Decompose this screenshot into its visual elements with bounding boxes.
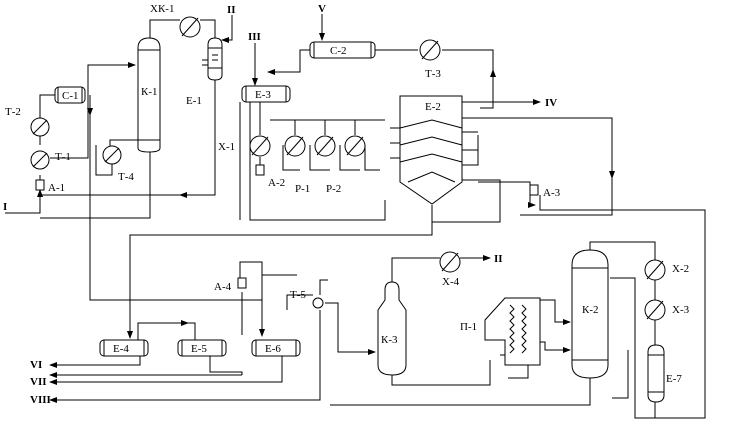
label-pi1: П-1 bbox=[460, 321, 477, 333]
stream-viii: VIII bbox=[30, 394, 51, 406]
label-a1: А-1 bbox=[48, 182, 65, 194]
cooler-p2a bbox=[314, 135, 336, 157]
label-k3: К-3 bbox=[381, 334, 398, 346]
label-x3: Х-3 bbox=[672, 304, 690, 316]
label-e5: Е-5 bbox=[191, 343, 207, 355]
cooler-p2b bbox=[344, 135, 366, 157]
cooler-x3: Х-3 bbox=[644, 299, 690, 321]
stream-i: I bbox=[3, 201, 7, 213]
pump-a1: А-1 bbox=[35, 179, 65, 194]
drum-e6: Е-6 bbox=[251, 339, 301, 357]
column-k3: К-3 bbox=[377, 281, 407, 376]
cooler-x4: Х-4 bbox=[439, 251, 461, 288]
heat-exchanger-t1: Т-1 bbox=[30, 150, 71, 170]
label-k1: К-1 bbox=[141, 86, 158, 98]
heat-exchanger-t3: Т-3 bbox=[419, 39, 441, 80]
label-x2: Х-2 bbox=[672, 263, 689, 275]
label-x1: Х-1 bbox=[218, 141, 235, 153]
separator-e7: Е-7 bbox=[647, 344, 682, 403]
label-xk1: ХК-1 bbox=[150, 3, 174, 15]
label-x4: Х-4 bbox=[442, 276, 460, 288]
label-t3: Т-3 bbox=[425, 68, 441, 80]
cooler-x2: Х-2 bbox=[644, 259, 689, 281]
separator-e1: Е-1 bbox=[186, 37, 223, 107]
pump-a4: А-4 bbox=[214, 277, 247, 293]
label-e3: Е-3 bbox=[255, 89, 271, 101]
drum-c2: С-2 bbox=[309, 41, 376, 59]
label-e4: Е-4 bbox=[113, 343, 129, 355]
column-k1: К-1 bbox=[137, 37, 161, 153]
label-t2: Т-2 bbox=[5, 106, 21, 118]
label-k2: К-2 bbox=[582, 304, 599, 316]
label-e2: Е-2 bbox=[425, 101, 441, 113]
label-c1: С-1 bbox=[62, 90, 79, 102]
label-p2: Р-2 bbox=[326, 183, 341, 195]
heat-exchanger-t2: Т-2 bbox=[5, 106, 50, 137]
stripper-e2: Е-2 bbox=[399, 95, 463, 205]
heat-exchanger-t5: Т-5 bbox=[290, 289, 324, 309]
drum-e4: Е-4 bbox=[99, 339, 149, 357]
condenser-xk1: ХК-1 bbox=[150, 3, 201, 38]
stream-vi: VI bbox=[30, 359, 42, 371]
stream-iii: III bbox=[248, 31, 261, 43]
furnace-p1: П-1 bbox=[460, 297, 541, 366]
column-k2: К-2 bbox=[571, 249, 609, 379]
drum-c1: С-1 bbox=[54, 86, 86, 104]
drum-e5: Е-5 bbox=[177, 339, 227, 357]
label-p1: Р-1 bbox=[295, 183, 310, 195]
cooler-p1a bbox=[284, 135, 306, 157]
label-c2: С-2 bbox=[330, 45, 347, 57]
pump-a3: А-3 bbox=[529, 184, 561, 199]
label-t4: Т-4 bbox=[118, 171, 134, 183]
stream-v: V bbox=[318, 3, 326, 15]
label-e1: Е-1 bbox=[186, 95, 202, 107]
label-t1: Т-1 bbox=[55, 151, 71, 163]
stream-ii-mid: II bbox=[494, 253, 503, 265]
label-a4: А-4 bbox=[214, 281, 232, 293]
label-a3: А-3 bbox=[543, 187, 561, 199]
label-e6: Е-6 bbox=[265, 343, 281, 355]
drum-e3: Е-3 bbox=[241, 85, 291, 103]
cooler-x1: Х-1 bbox=[218, 135, 271, 157]
pump-a2: А-2 bbox=[255, 164, 285, 189]
label-e7: Е-7 bbox=[666, 373, 682, 385]
stream-iv: IV bbox=[545, 97, 557, 109]
stream-ii-top: II bbox=[227, 4, 236, 16]
label-t5: Т-5 bbox=[290, 289, 306, 301]
stream-vii: VII bbox=[30, 376, 47, 388]
label-a2: А-2 bbox=[268, 177, 285, 189]
heat-exchanger-t4: Т-4 bbox=[102, 145, 134, 183]
